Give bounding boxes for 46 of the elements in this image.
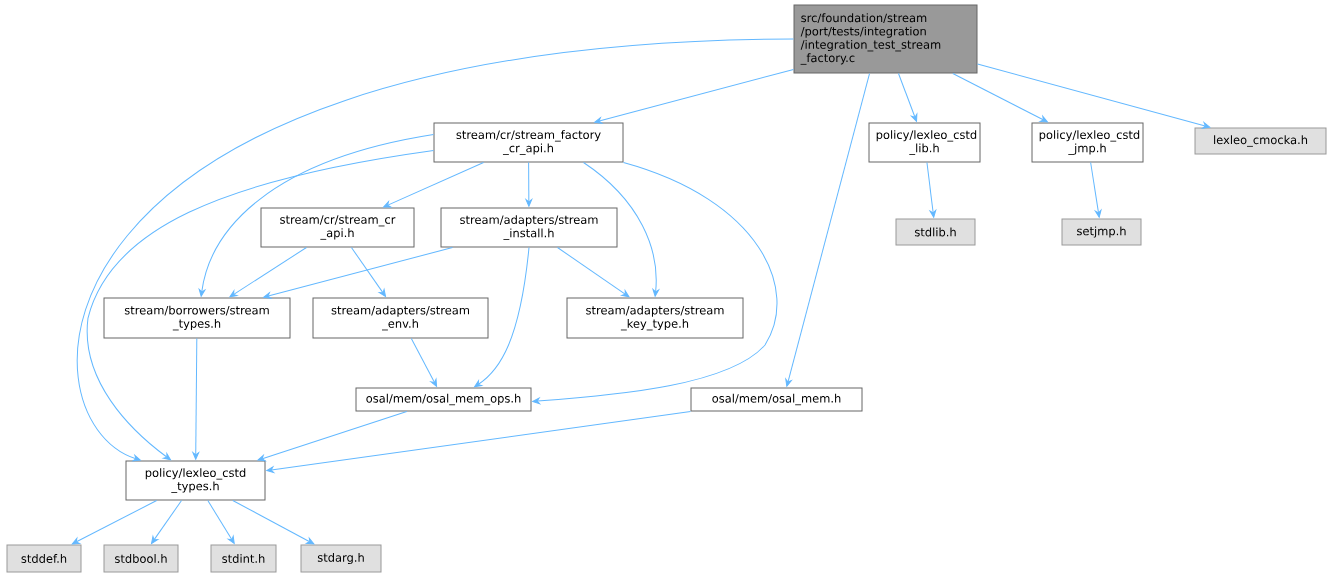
arrow xyxy=(785,73,870,387)
header-file-box: policy/lexleo_cstd _jmp.h xyxy=(1031,122,1144,163)
arrow xyxy=(77,38,794,462)
header-file-box: policy/lexleo_cstd _types.h xyxy=(125,460,266,501)
arrow xyxy=(86,150,434,461)
arrow xyxy=(532,162,778,405)
arrow xyxy=(151,500,183,544)
arrow xyxy=(525,162,533,207)
source-file-box: src/foundation/stream /port/tests/integration /integration_test_stream _factory.c xyxy=(793,4,978,74)
header-file-box: osal/mem/osal_mem_ops.h xyxy=(355,387,532,412)
arrow xyxy=(192,338,200,460)
arrow xyxy=(557,247,630,298)
arrow xyxy=(952,73,1048,123)
arrow xyxy=(926,162,937,218)
system-header-box: stddef.h xyxy=(6,544,82,573)
header-file-box: stream/adapters/stream _env.h xyxy=(312,297,489,339)
arrow xyxy=(198,134,434,297)
header-file-box: stream/cr/stream_cr _api.h xyxy=(260,207,415,248)
header-file-box: stream/borrowers/stream _types.h xyxy=(103,297,291,339)
header-file-box: policy/lexleo_cstd _lib.h xyxy=(868,122,981,163)
arrow xyxy=(232,500,315,545)
arrow xyxy=(1090,162,1102,218)
arrow xyxy=(266,411,691,473)
arrow xyxy=(594,69,794,124)
arrow xyxy=(977,63,1211,129)
system-header-box: stdarg.h xyxy=(300,544,382,573)
system-header-box: lexleo_cmocka.h xyxy=(1194,127,1327,155)
arrow xyxy=(207,500,235,544)
arrow xyxy=(263,247,453,299)
arrow xyxy=(350,247,386,297)
arrow xyxy=(583,162,660,297)
arrow xyxy=(898,73,918,122)
system-header-box: stdlib.h xyxy=(895,218,976,246)
arrow xyxy=(229,247,307,298)
system-header-box: stdint.h xyxy=(210,544,277,573)
arrow xyxy=(474,247,530,388)
system-header-box: setjmp.h xyxy=(1061,218,1142,246)
header-file-box: osal/mem/osal_mem.h xyxy=(690,387,863,412)
arrow xyxy=(257,411,408,462)
header-file-box: stream/adapters/stream _install.h xyxy=(440,207,618,248)
header-file-box: stream/adapters/stream _key_type.h xyxy=(566,297,744,339)
header-file-box: stream/cr/stream_factory _cr_api.h xyxy=(433,122,624,163)
arrow xyxy=(71,500,158,545)
arrow xyxy=(383,162,485,208)
arrow xyxy=(410,338,438,387)
system-header-box: stdbool.h xyxy=(103,544,179,573)
